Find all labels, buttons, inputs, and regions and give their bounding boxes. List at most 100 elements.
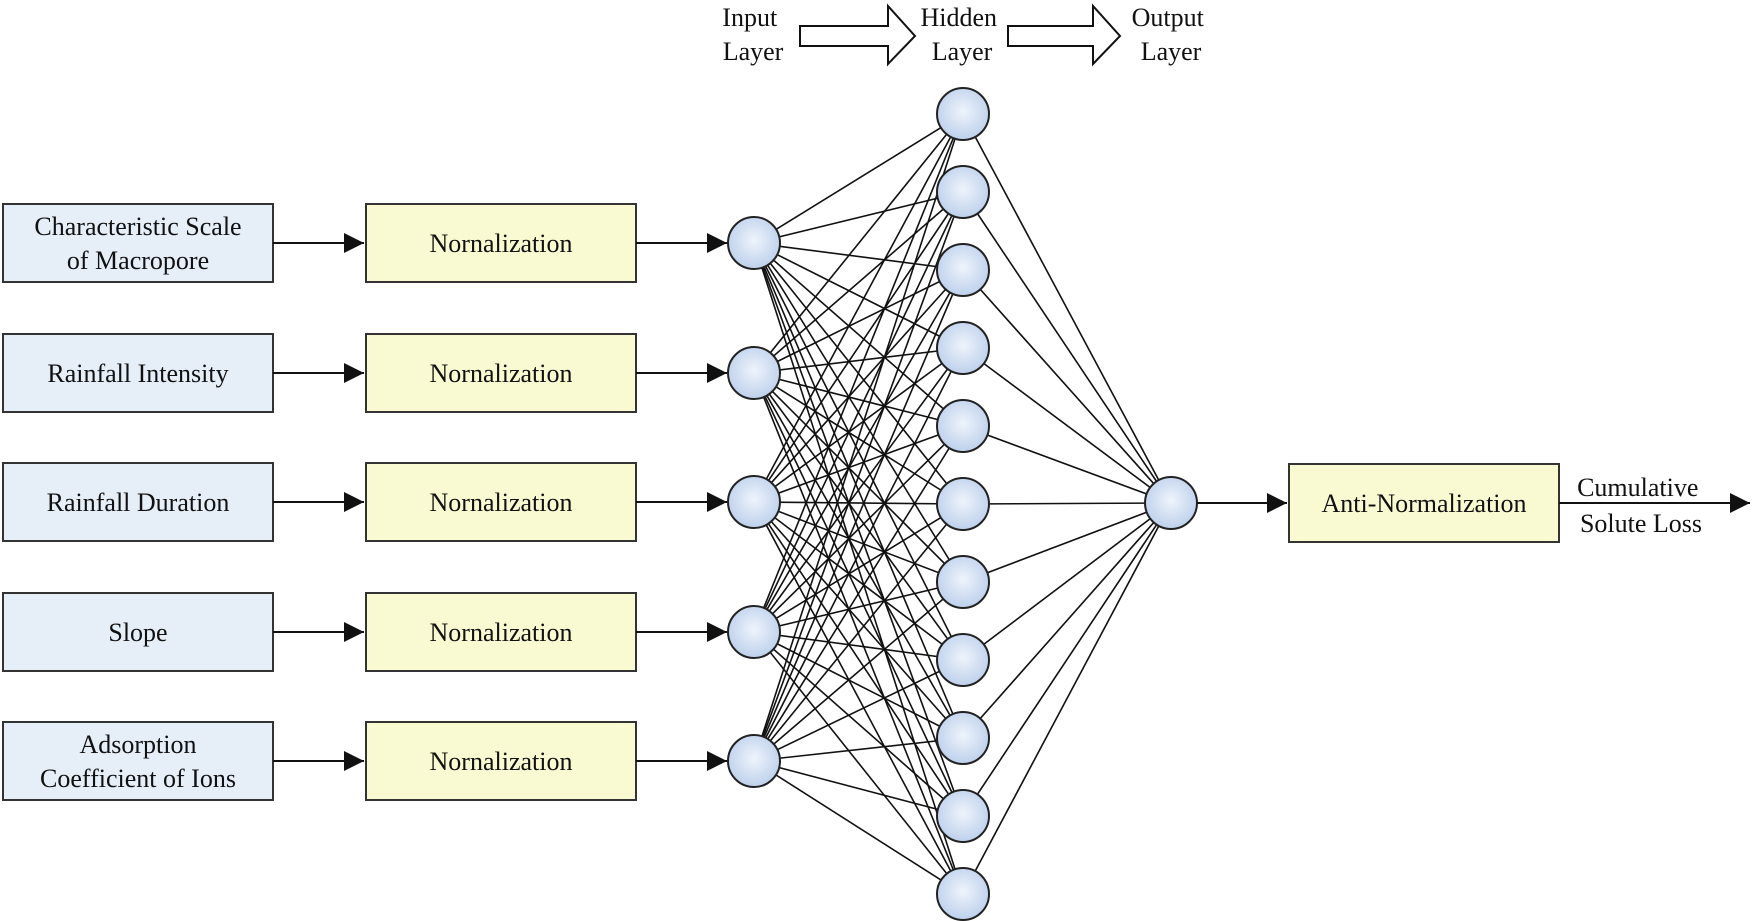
hidden-neuron [936,711,990,765]
input-variable-label-line: Rainfall Duration [47,488,230,517]
normalization-label: Nornalization [430,488,573,517]
input-hidden-connection [753,347,964,503]
output-layer-label-line1: Output [1132,3,1205,32]
input-variable-box [2,333,274,413]
input-hidden-connection [753,659,964,762]
input-hidden-connection [753,760,964,817]
hidden-output-connection [962,269,1172,504]
hidden-neuron [936,555,990,609]
input-hidden-connection [753,269,964,374]
hidden-neuron [936,399,990,453]
input-hidden-connection [753,425,964,762]
normalization-label: Nornalization [430,618,573,647]
input-variable-label: Rainfall Duration [47,488,230,517]
hidden-neuron [936,867,990,921]
output-layer-label: Output Layer [1132,3,1211,66]
input-hidden-connection [753,501,964,739]
input-hidden-connection [753,269,964,633]
normalization-label: Nornalization [430,747,573,776]
cumulative-solute-loss-label: Cumulative Solute Loss [1577,473,1705,538]
hidden-output-connection [962,502,1172,895]
input-variable-box [2,721,274,801]
output-neuron [1144,476,1198,530]
output-chain: Anti-Normalization Cumulative Solute Los… [1197,463,1750,543]
input-variable-label-line: Rainfall Intensity [47,359,228,388]
anti-normalization-box [1288,463,1560,543]
input-hidden-connection [753,581,964,762]
normalization-box [365,721,637,801]
input-hidden-connection [753,760,964,895]
input-variable-label-line: of Macropore [67,246,209,275]
hidden-neuron [936,243,990,297]
input-hidden-connection [753,191,964,503]
input-hidden-connection [753,503,964,633]
input-hidden-connection [753,501,964,583]
input-variable-label-line: Slope [108,618,167,647]
input-hidden-connection [753,113,964,762]
hidden-layer-label-line2: Layer [932,37,993,66]
output-layer-label-line2: Layer [1141,37,1202,66]
input-to-hidden-block-arrow [799,3,917,67]
input-neuron [727,605,781,659]
input-layer-label: Input Layer [722,3,783,66]
hidden-neuron [936,87,990,141]
input-layer-label-line1: Input [722,3,778,32]
hidden-output-connection [962,425,1172,504]
input-neuron [727,216,781,270]
input-hidden-connection [753,113,964,633]
input-neuron [727,346,781,400]
input-layer-label-line2: Layer [723,37,784,66]
weight-connections [753,113,1172,895]
hidden-neuron [936,633,990,687]
hidden-output-connection [962,191,1172,504]
input-hidden-connection [753,581,964,633]
hidden-to-output-block-arrow [1007,3,1122,67]
input-variable-box [2,462,274,542]
input-hidden-connection [753,501,964,817]
result-label-line1: Cumulative [1577,473,1698,502]
input-row: Rainfall Duration Nornalization [2,462,727,542]
input-hidden-connection [753,191,964,244]
hidden-layer-label-line1: Hidden [920,3,997,32]
input-hidden-connection [753,269,964,503]
hidden-output-connection [962,502,1172,817]
input-hidden-connection [753,347,964,374]
hidden-neuron [936,165,990,219]
input-variable-box [2,203,274,283]
hidden-neuron [936,321,990,375]
normalization-box [365,462,637,542]
input-variable-label: Slope [108,618,167,647]
input-variable-label: Rainfall Intensity [47,359,228,388]
input-hidden-connection [753,631,964,817]
hidden-output-connection [962,502,1172,583]
input-variable-box [2,592,274,672]
layer-header: Input Layer Hidden Layer Output Layer [722,3,1211,67]
neurons [727,87,1198,921]
result-label-line2: Solute Loss [1580,509,1702,538]
normalization-box [365,592,637,672]
input-hidden-connection [753,631,964,661]
input-hidden-connection [753,737,964,762]
normalization-label: Nornalization [430,359,573,388]
normalization-box [365,203,637,283]
anti-normalization-label: Anti-Normalization [1321,489,1526,518]
input-hidden-connection [753,113,964,374]
input-hidden-connection [753,501,964,895]
input-hidden-connection [753,631,964,739]
normalization-box [365,333,637,413]
input-neuron [727,734,781,788]
input-hidden-connection [753,113,964,503]
input-variable-label-line: Adsorption [80,730,197,759]
input-hidden-connection [753,501,964,505]
input-hidden-connection [753,113,964,244]
hidden-output-connection [962,502,1172,661]
hidden-output-connection [962,502,1172,505]
hidden-output-connection [962,502,1172,739]
input-row: Rainfall Intensity Nornalization [2,333,727,413]
hidden-layer-label: Hidden Layer [920,3,1003,66]
